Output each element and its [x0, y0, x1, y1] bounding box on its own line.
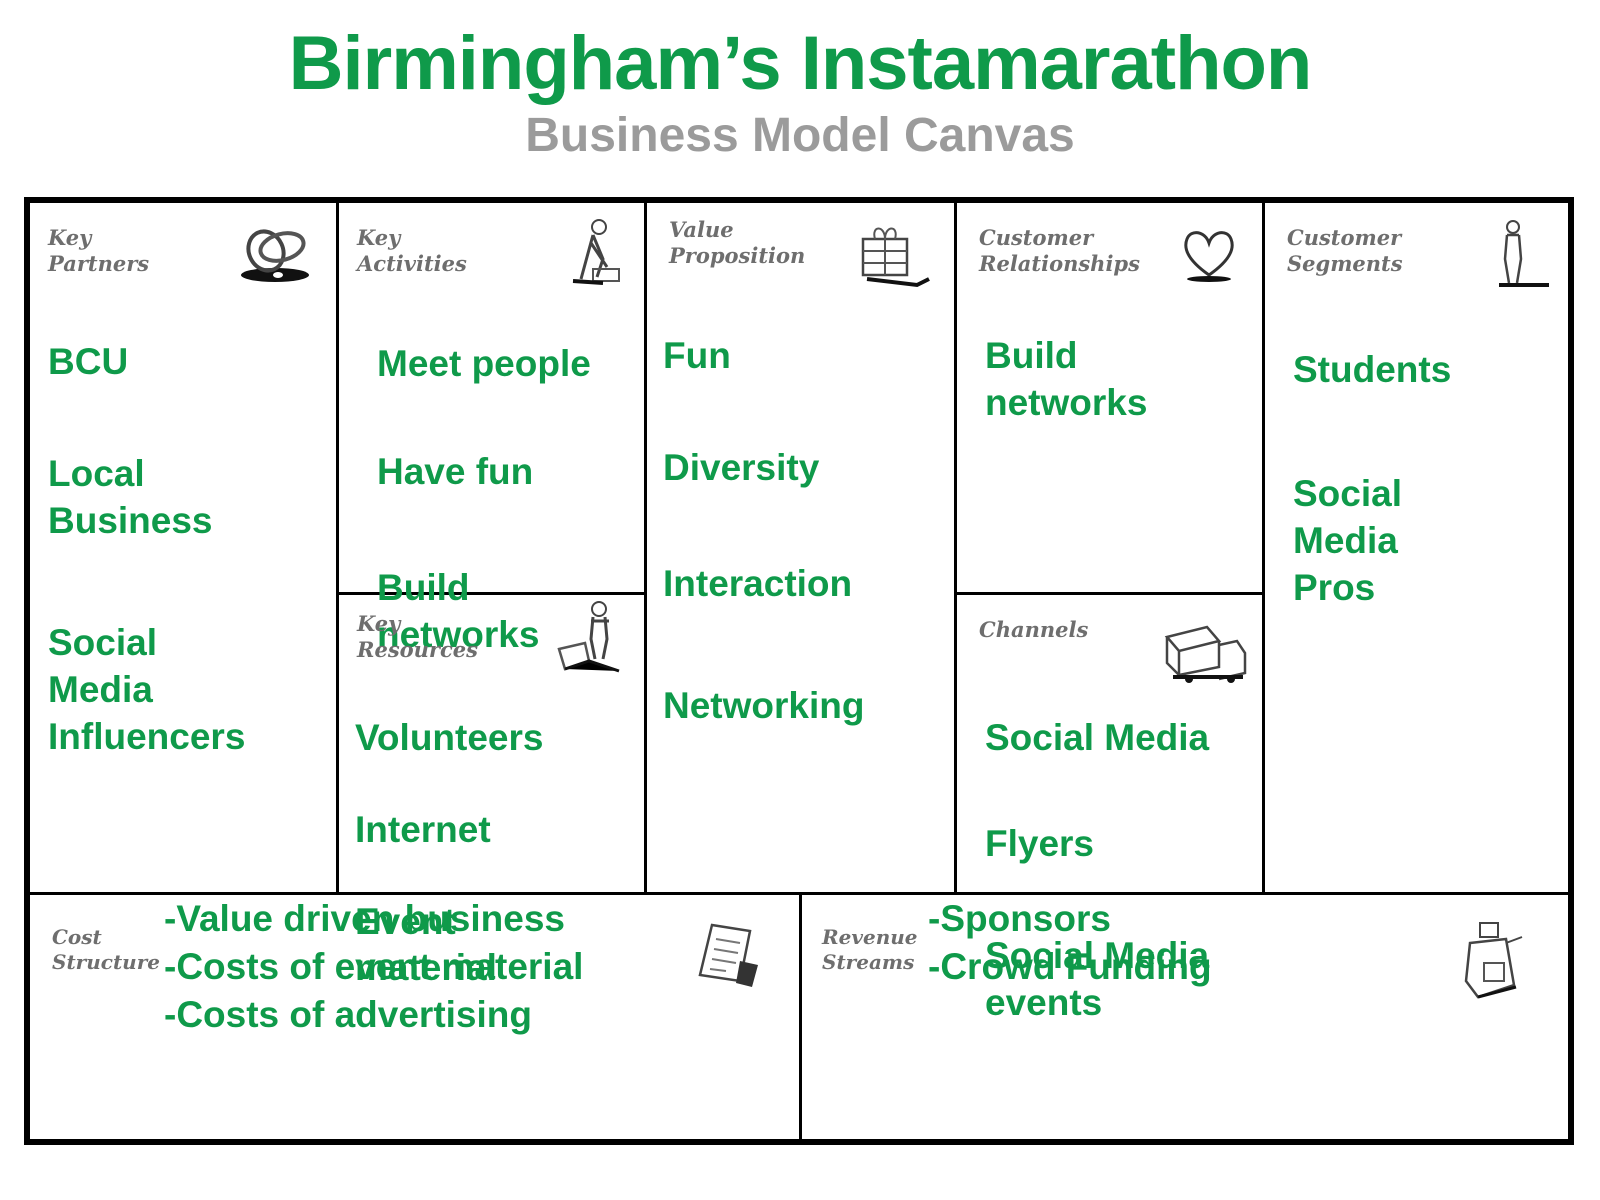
list-item: Networking: [663, 685, 865, 726]
truck-icon: [1164, 625, 1247, 683]
business-model-canvas: Key Partners BCU Local Business Social M…: [24, 197, 1574, 1145]
list-item: -Costs of event material: [164, 946, 584, 987]
cost-structure-label: Cost Structure: [52, 925, 160, 974]
list-item: Flyers: [985, 823, 1095, 864]
person-with-cart-icon: [557, 601, 620, 673]
list-item: -Costs of advertising: [164, 994, 532, 1035]
list-item: -Value driven business: [164, 898, 565, 939]
customer-relationships-block: Customer Relationships Build networks: [957, 203, 1262, 592]
customer-segments-label: Customer Segments: [1287, 225, 1403, 276]
list-item: Build networks: [985, 335, 1148, 423]
list-item: Volunteers: [355, 717, 544, 758]
divider: [336, 203, 339, 893]
customer-relationships-list: Build networks: [985, 285, 1147, 473]
gift-box-icon: [861, 227, 930, 288]
divider: [954, 203, 957, 893]
divider: [336, 592, 645, 595]
worker-icon: [572, 219, 620, 285]
value-proposition-block: Value Proposition Fun Diversity Interact…: [647, 203, 954, 892]
list-item: Social Media events: [985, 935, 1210, 1023]
revenue-streams-block: Revenue Streams -Sponsors -Crowd Funding: [802, 895, 1568, 1139]
customer-segments-block: Customer Segments Students Social Media …: [1265, 203, 1568, 892]
channels-block: Channels Social Media Flyers Social Medi…: [957, 595, 1262, 1023]
list-item: -Sponsors: [928, 898, 1111, 939]
cash-register-icon: [1464, 922, 1523, 999]
divider: [1262, 203, 1265, 893]
channels-label: Channels: [979, 617, 1089, 642]
page-subtitle: Business Model Canvas: [525, 109, 1075, 162]
list-item: Have fun: [377, 451, 534, 492]
list-item: Event material: [355, 901, 497, 988]
key-resources-list: Volunteers Internet Event material: [355, 669, 543, 1037]
list-item: Build networks: [377, 567, 540, 655]
key-activities-label: Key Activities: [357, 225, 467, 276]
cost-structure-block: Cost Structure -Value driven business -C…: [30, 895, 799, 1139]
receipt-icon: [698, 923, 758, 987]
key-partners-block: Key Partners BCU Local Business Social M…: [30, 203, 336, 892]
list-item: Social Media Pros: [1293, 473, 1402, 608]
page-title: Birmingham’s Instamarathon: [288, 21, 1313, 106]
key-resources-block: Key Resources Volunteers Internet Event …: [339, 595, 644, 988]
channels-list: Social Media Flyers Social Media events: [985, 667, 1209, 1073]
list-item: Social Media: [985, 717, 1210, 758]
linked-rings-icon: [241, 229, 309, 282]
divider: [644, 203, 647, 893]
key-activities-block: Key Activities Meet people Have fun Buil…: [339, 203, 644, 655]
key-partners-list: BCU Local Business Social Media Influenc…: [48, 291, 245, 807]
key-activities-list: Meet people Have fun Build networks: [377, 293, 591, 705]
divider: [799, 892, 802, 1139]
list-item: -Crowd Funding: [928, 946, 1212, 987]
customer-relationships-label: Customer Relationships: [979, 225, 1140, 276]
divider: [954, 592, 1263, 595]
list-item: Local Business: [48, 453, 213, 541]
list-item: BCU: [48, 341, 129, 382]
list-item: Students: [1293, 349, 1452, 390]
cost-structure-list: -Value driven business -Costs of event m…: [164, 895, 583, 1039]
revenue-streams-list: -Sponsors -Crowd Funding: [928, 895, 1212, 991]
revenue-streams-label: Revenue Streams: [822, 925, 918, 974]
list-item: Interaction: [663, 563, 853, 604]
standing-person-icon: [1499, 220, 1549, 287]
list-item: Fun: [663, 335, 731, 376]
list-item: Social Media Influencers: [48, 622, 246, 757]
value-proposition-list: Fun Diversity Interaction Networking: [663, 285, 864, 776]
customer-segments-list: Students Social Media Pros: [1293, 299, 1451, 658]
key-partners-label: Key Partners: [48, 225, 150, 276]
list-item: Diversity: [663, 447, 820, 488]
value-proposition-label: Value Proposition: [669, 217, 806, 268]
list-item: Meet people: [377, 343, 591, 384]
heart-icon: [1184, 231, 1234, 282]
key-resources-label: Key Resources: [357, 611, 478, 662]
list-item: Internet: [355, 809, 491, 850]
